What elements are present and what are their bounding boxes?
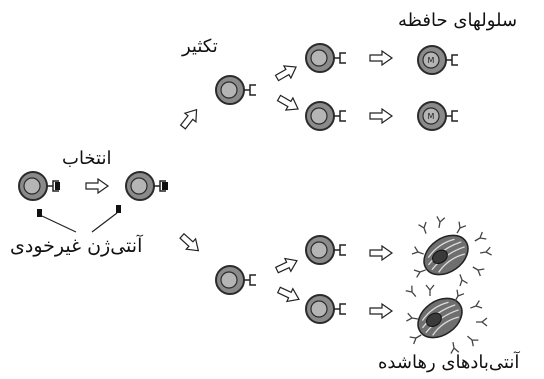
antigen-pointer-right bbox=[91, 212, 118, 233]
memory-cells-label: سلولهای حافظه bbox=[398, 10, 518, 31]
naive-b-cell bbox=[18, 171, 60, 201]
daughter-cell-4 bbox=[305, 294, 347, 324]
split-arrow-up-2 bbox=[276, 94, 299, 111]
selection-label: انتخاب bbox=[62, 148, 112, 169]
memory-mark: M bbox=[428, 112, 435, 121]
memory-cell-2: M bbox=[417, 101, 458, 131]
antigen-marker-left bbox=[37, 209, 42, 217]
antigen-pointer-left bbox=[41, 215, 77, 233]
split-arrow-down-2 bbox=[276, 286, 300, 303]
plasma-cell-1 bbox=[423, 234, 469, 276]
proliferating-cell-lower bbox=[215, 265, 257, 295]
selected-b-cell bbox=[125, 171, 168, 201]
memory-mark: M bbox=[428, 56, 435, 65]
memory-arrow-1 bbox=[369, 50, 393, 66]
branch-arrow-down bbox=[179, 232, 200, 252]
proliferating-cell-upper bbox=[215, 75, 257, 105]
selection-arrow bbox=[85, 178, 109, 194]
split-arrow-down-1 bbox=[274, 257, 298, 274]
memory-cell-1: M bbox=[417, 45, 458, 75]
foreign-antigen-label: آنتی‌ژن غیرخودی bbox=[10, 235, 143, 257]
daughter-cell-3 bbox=[305, 235, 347, 265]
proliferation-label: تکثیر bbox=[182, 36, 218, 57]
released-antibodies-label: آنتی‌بادهای رهاشده bbox=[378, 352, 520, 373]
daughter-cell-2 bbox=[305, 101, 347, 131]
memory-arrow-2 bbox=[369, 108, 393, 124]
branch-arrow-up bbox=[179, 108, 198, 130]
plasma-arrow-2 bbox=[369, 303, 393, 319]
plasma-cell-2 bbox=[417, 297, 463, 339]
antigen-marker-right bbox=[116, 205, 121, 213]
split-arrow-up-1 bbox=[274, 65, 297, 82]
plasma-arrow-1 bbox=[369, 245, 393, 261]
daughter-cell-1 bbox=[305, 43, 347, 73]
